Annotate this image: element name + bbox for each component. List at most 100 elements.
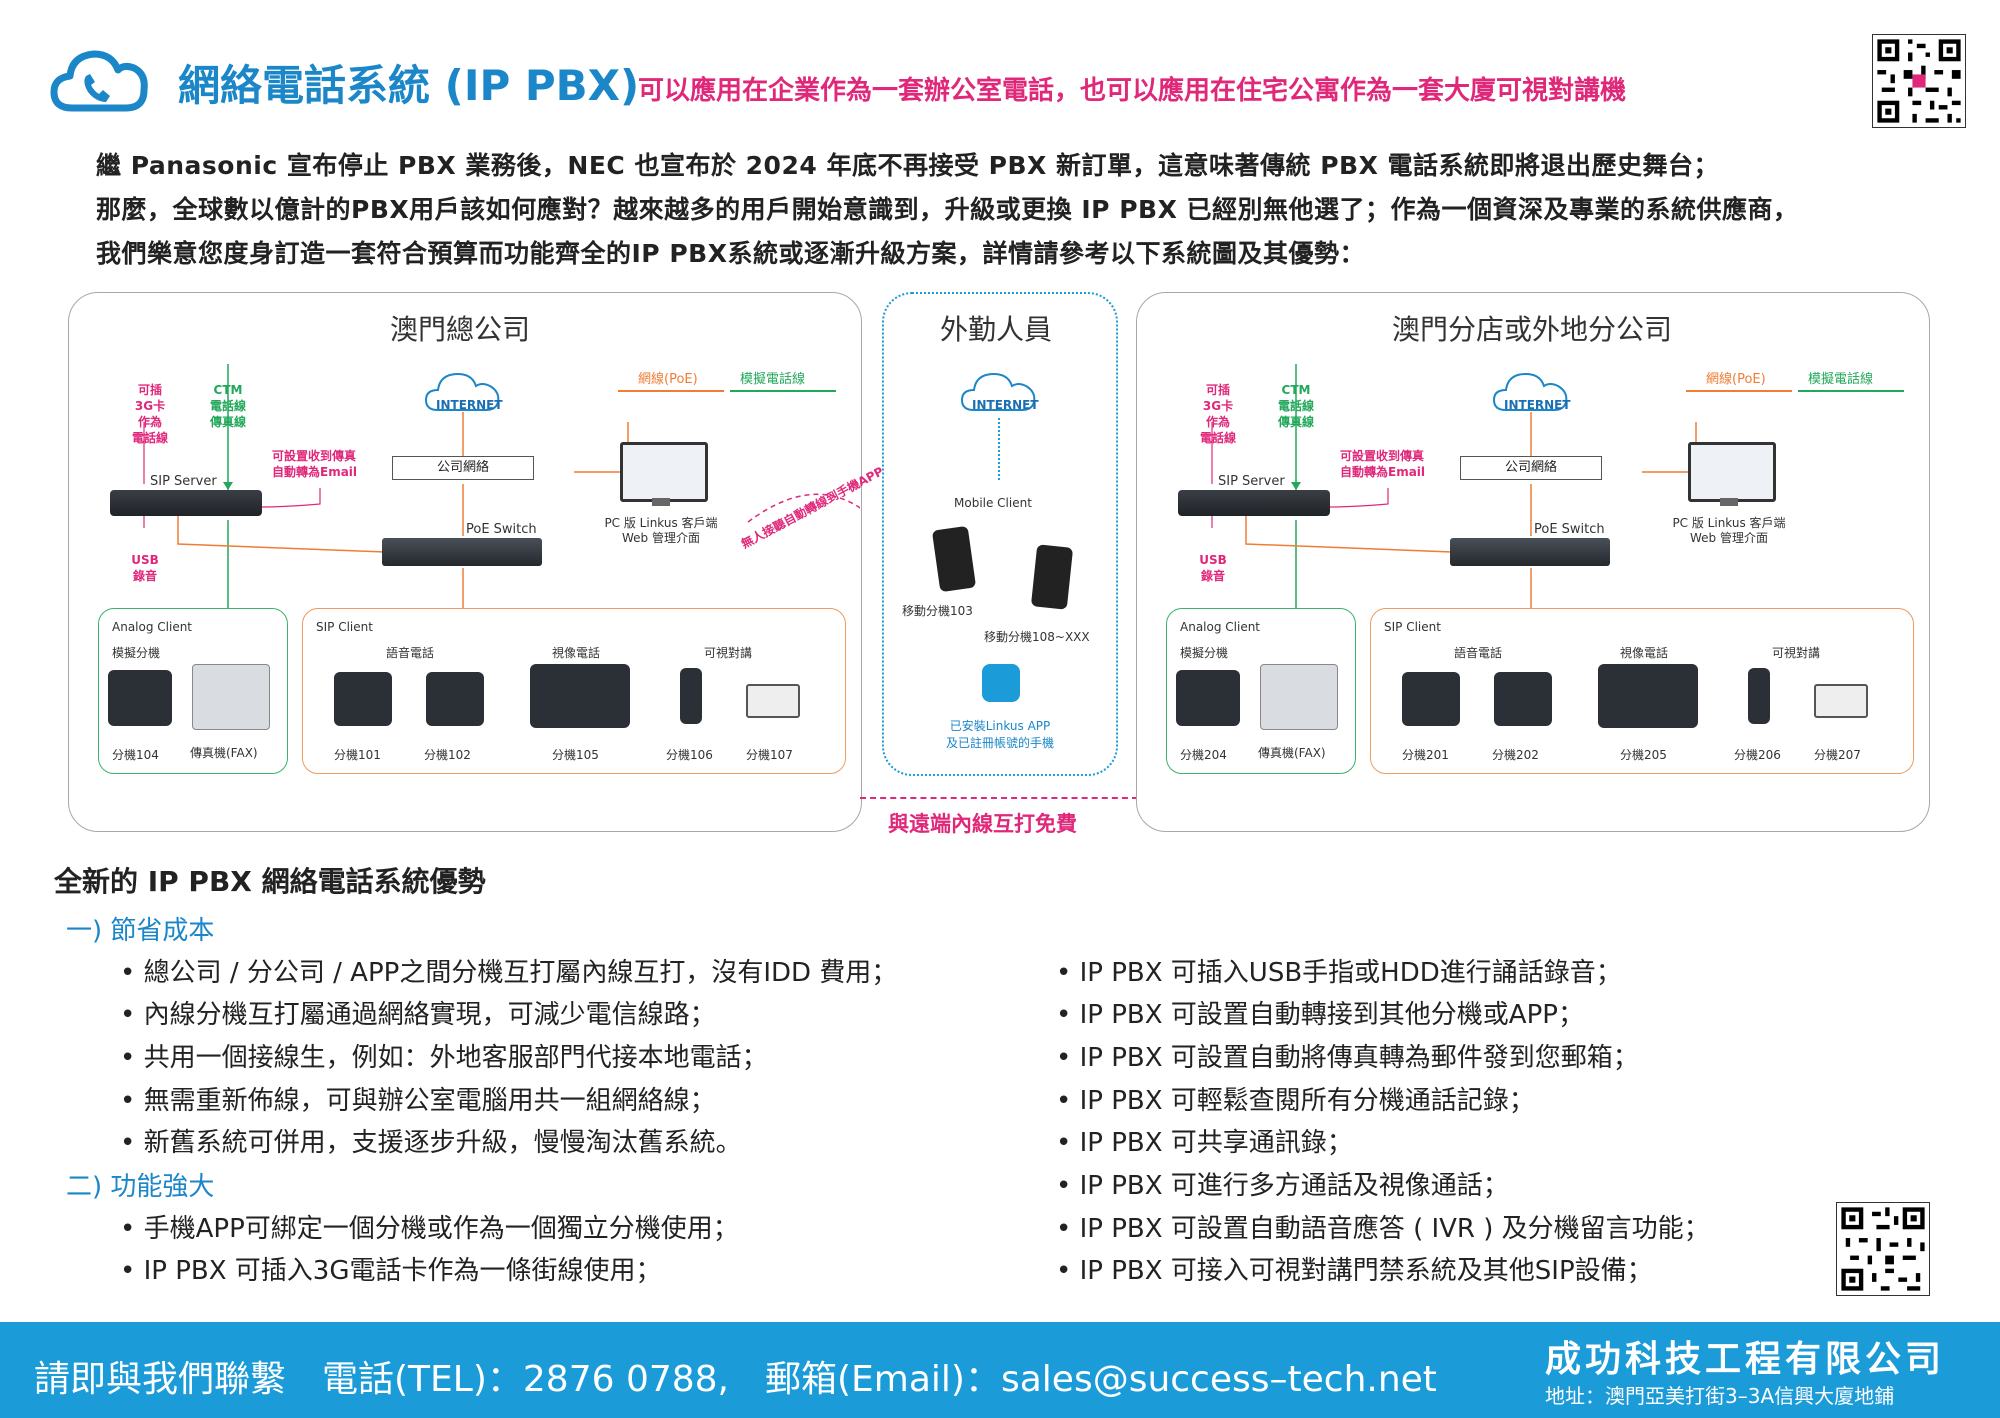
branch-intercom-door-icon [1748, 668, 1770, 724]
branch-ext-fax: 傳真機(FAX) [1258, 746, 1326, 760]
adv-item: • 無需重新佈線，可與辦公室電腦用共一組網絡線； [120, 1086, 716, 1116]
hq-fax-note: 可設置收到傳真自動轉為Email [272, 449, 358, 479]
hq-internet-label: INTERNET [436, 398, 503, 412]
hq-ext-voice1: 分機101 [334, 748, 381, 762]
qr-code-icon [1872, 34, 1966, 128]
branch-sip-client-label: SIP Client [1384, 620, 1441, 634]
branch-legend-analog: 模擬電話線 [1808, 372, 1874, 387]
hq-sip-client-box [302, 608, 846, 774]
branch-internet-cloud-icon [1492, 372, 1568, 411]
mobile-title: 外勤人員 [940, 313, 1053, 346]
adv-item: • 新舊系統可併用，支援逐步升級，慢慢淘汰舊系統。 [120, 1128, 742, 1158]
branch-ext-voice2: 分機202 [1492, 748, 1539, 762]
branch-ext-analog: 分機204 [1180, 748, 1227, 762]
mobile-internet-cloud-icon [960, 372, 1036, 411]
hq-sip-client-label: SIP Client [316, 620, 373, 634]
adv-item: • IP PBX 可設置自動轉接到其他分機或APP； [1056, 1000, 1584, 1030]
footer-address: 地址：澳門亞美打街3–3A信興大廈地鋪 [1545, 1384, 1895, 1408]
page-subtitle: 可以應用在企業作為一套辦公室電話，也可以應用在住宅公寓作為一套大廈可視對講機 [638, 76, 1627, 106]
branch-title: 澳門分店或外地分公司 [1392, 313, 1673, 346]
hq-poe-switch-label: PoE Switch [466, 522, 537, 537]
legend-analog: 模擬電話線 [740, 372, 806, 387]
branch-analog-phone-icon [1176, 670, 1240, 726]
branch-legend-poe-line [1686, 390, 1792, 392]
hq-title: 澳門總公司 [390, 313, 531, 346]
footer-company-name: 成功科技工程有限公司 [1545, 1339, 1946, 1380]
branch-company-network: 公司網絡 [1460, 456, 1602, 480]
legend-analog-line [730, 390, 836, 392]
branch-pc-monitor-icon [1688, 442, 1776, 502]
hq-video-phone-icon [530, 664, 630, 728]
cloud-phone-logo-icon [50, 50, 148, 112]
branch-analog-client-label: Analog Client [1180, 620, 1261, 634]
free-call-line [860, 797, 1138, 799]
adv-item: • IP PBX 可設置自動語音應答 ( IVR ) 及分機留言功能； [1056, 1214, 1710, 1244]
branch-ext-video: 分機205 [1620, 748, 1667, 762]
branch-sip-server-label: SIP Server [1218, 474, 1285, 489]
mobile-internet-label: INTERNET [972, 398, 1039, 412]
hq-intercom-door-icon [680, 668, 702, 724]
hq-ext-intercom2: 分機107 [746, 748, 793, 762]
mobile-ext2: 移動分機108~XXX [984, 630, 1090, 644]
adv-item: • 內線分機互打屬通過網絡實現，可減少電信線路； [120, 1000, 716, 1030]
hq-analog-client-label: Analog Client [112, 620, 193, 634]
branch-voice-phone-1-icon [1402, 672, 1460, 726]
branch-analog-ext-label: 模擬分機 [1180, 646, 1229, 660]
linkus-app-icon [982, 664, 1020, 702]
intro-line-2: 那麼，全球數以億計的PBX用戶該如何應對？越來越多的用戶開始意識到，升級或更換 … [96, 195, 1799, 224]
branch-fax-machine-icon [1260, 664, 1338, 730]
hq-pc-stand [652, 498, 670, 506]
hq-company-network: 公司網絡 [392, 456, 534, 480]
hq-fax-machine-icon [192, 664, 270, 730]
hq-ext-video: 分機105 [552, 748, 599, 762]
hq-ext-fax: 傳真機(FAX) [190, 746, 258, 760]
intro-line-1: 繼 Panasonic 宣布停止 PBX 業務後，NEC 也宣布於 2024 年… [96, 151, 1720, 180]
hq-ext-intercom1: 分機106 [666, 748, 713, 762]
qr-code-bottom-icon [1836, 1202, 1930, 1296]
branch-video-phone-label: 視像電話 [1620, 646, 1669, 660]
advantages-section-2: 二) 功能強大 [66, 1172, 215, 1202]
hq-voice-phone-2-icon [426, 672, 484, 726]
legend-poe: 網線(PoE) [638, 372, 698, 387]
page-title: 網絡電話系統 (IP PBX) [178, 61, 640, 110]
adv-item: • IP PBX 可插入USB手指或HDD進行誦話錄音； [1056, 958, 1622, 988]
adv-item: • IP PBX 可設置自動將傳真轉為郵件發到您郵箱； [1056, 1043, 1639, 1073]
adv-item: • IP PBX 可輕鬆查閱所有分機通話記錄； [1056, 1086, 1535, 1116]
hq-ext-analog: 分機104 [112, 748, 159, 762]
hq-analog-ext-label: 模擬分機 [112, 646, 161, 660]
adv-item: • IP PBX 可接入可視對講門禁系統及其他SIP設備； [1056, 1256, 1653, 1286]
branch-intercom-label: 可視對講 [1772, 646, 1821, 660]
adv-item: • IP PBX 可進行多方通話及視像通話； [1056, 1171, 1509, 1201]
hq-intercom-monitor-icon [746, 684, 800, 718]
hq-voice-phone-1-icon [334, 672, 392, 726]
branch-ext-intercom2: 分機207 [1814, 748, 1861, 762]
adv-item: • 共用一個接線生，例如：外地客服部門代接本地電話； [120, 1043, 768, 1073]
footer-contact: 請即與我們聯繫 電話(TEL)：2876 0788, 郵箱(Email)：sal… [34, 1359, 1437, 1400]
advantages-title: 全新的 IP PBX 網絡電話系統優勢 [54, 865, 486, 898]
branch-ext-intercom1: 分機206 [1734, 748, 1781, 762]
branch-voice-phone-label: 語音電話 [1454, 646, 1503, 660]
footer-bar [0, 1322, 2000, 1418]
branch-ext-voice1: 分機201 [1402, 748, 1449, 762]
branch-intercom-monitor-icon [1814, 684, 1868, 718]
hq-internet-cloud-icon [424, 372, 500, 411]
legend-poe-line [618, 390, 724, 392]
branch-poe-switch-device [1450, 538, 1610, 566]
branch-sip-client-box [1370, 608, 1914, 774]
mobile-link-line [998, 418, 1000, 480]
branch-internet-label: INTERNET [1504, 398, 1571, 412]
hq-pc-monitor-icon [620, 442, 708, 502]
branch-pc-stand [1720, 498, 1738, 506]
mobile-panel [882, 292, 1118, 776]
adv-item: • 手機APP可綁定一個分機或作為一個獨立分機使用； [120, 1214, 739, 1244]
hq-ext-voice2: 分機102 [424, 748, 471, 762]
mobile-ext1: 移動分機103 [902, 604, 973, 618]
hq-analog-client-box [98, 608, 288, 774]
adv-item: • 總公司 / 分公司 / APP之間分機互打屬內線互打，沒有IDD 費用； [120, 958, 898, 988]
mobile-client-label: Mobile Client [954, 496, 1032, 510]
